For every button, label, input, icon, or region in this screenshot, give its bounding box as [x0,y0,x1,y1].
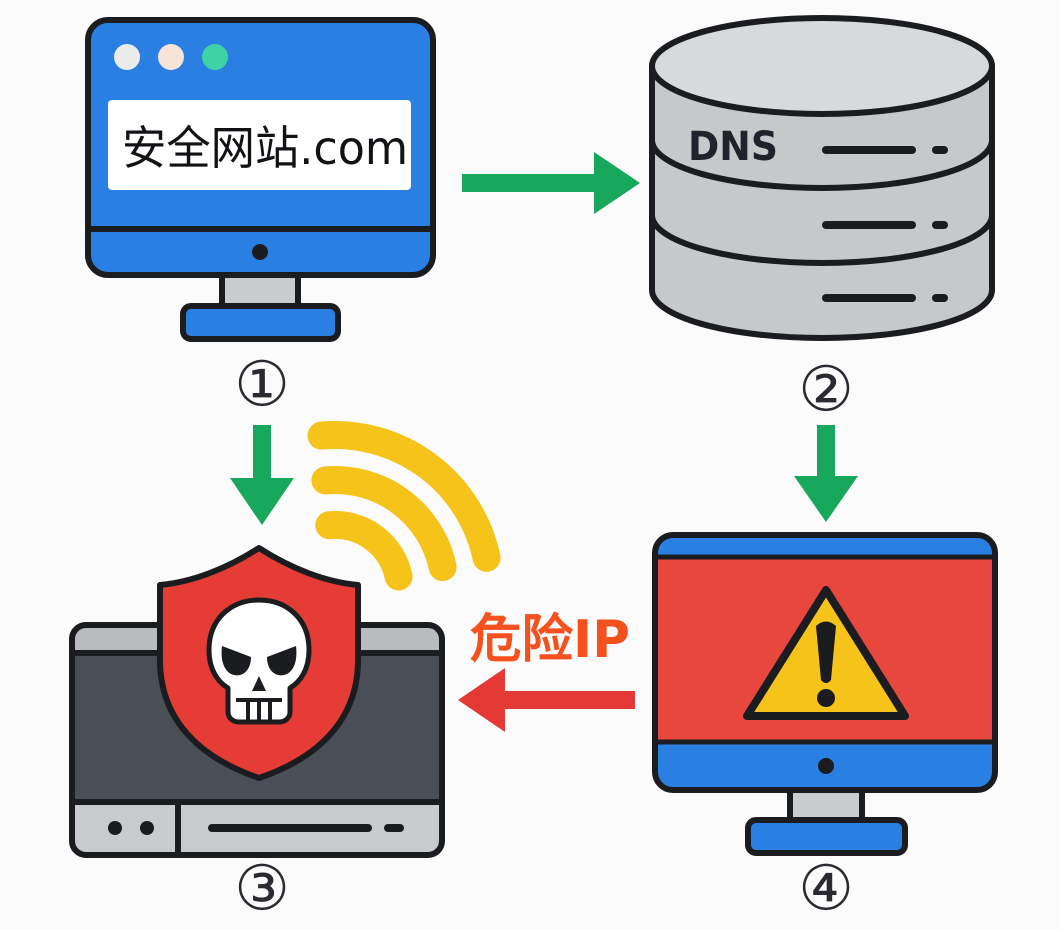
skull-right-eye [267,646,297,676]
exclamation-bar [816,621,836,683]
wifi-arc-inner [315,510,413,591]
dns-database-icon: DNS [649,15,995,341]
arrow-down-dns-to-victim-icon [794,425,858,522]
server-led-1-icon [108,821,122,835]
browser-monitor-power-dot [252,244,268,260]
step-marker-4: ④ [798,852,854,925]
dns-disk-divider-2 [649,214,995,266]
arrow-down-browser-to-attacker-icon [230,425,294,525]
address-bar-text: 安全网站.com [122,121,408,175]
wifi-arc-middle [311,465,457,582]
wifi-arc-outer [307,421,501,572]
skull-nose [252,676,266,691]
address-bar [108,100,411,190]
arrow-left-icon [458,668,635,732]
arrow-right-icon [462,152,640,214]
server-led-2-icon [140,821,154,835]
warning-monitor-power-dot [818,758,834,774]
dns-cylinder-top [649,15,995,117]
browser-monitor-icon: 安全网站.com [85,17,436,342]
dns-label: DNS [688,124,778,170]
step-marker-3: ③ [234,852,290,925]
skull-left-eye [221,646,251,676]
warning-monitor-stand-base [745,817,908,856]
dns-disk-divider-1 [649,139,995,191]
dns-cylinder-body [649,63,995,341]
dangerous-ip-label: 危险IP [470,610,630,670]
exclamation-dot [817,689,835,707]
skull-shield-icon [157,545,361,781]
skull-icon [206,597,312,725]
step-marker-2: ② [798,353,854,426]
window-dot-1-icon [114,44,140,70]
warning-monitor-icon [652,532,998,856]
window-dot-3-icon [202,44,228,70]
browser-monitor-stand-base [180,303,341,342]
wifi-signal-icon [307,421,501,591]
step-marker-1: ① [234,348,290,421]
window-dot-2-icon [158,44,184,70]
